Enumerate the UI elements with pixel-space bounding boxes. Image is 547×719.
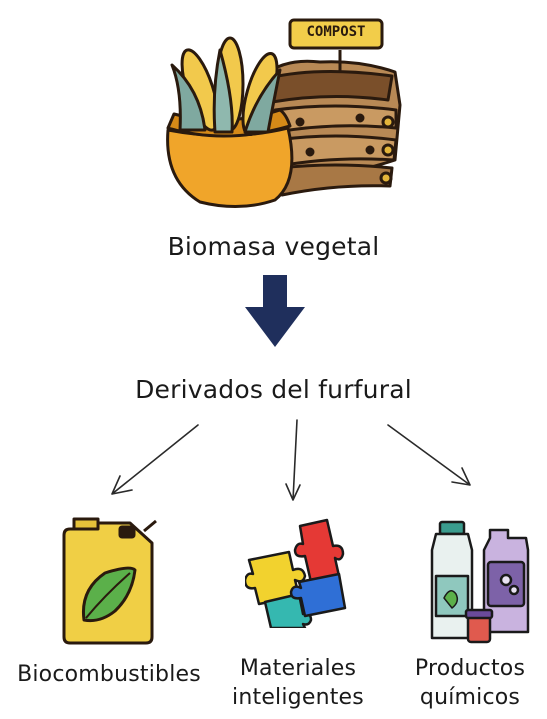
biomass-illustration: COMPOST xyxy=(160,10,405,210)
compost-sign xyxy=(288,18,384,50)
fuel-can-leaf-icon xyxy=(60,515,160,645)
puzzle-pieces-icon xyxy=(245,518,350,628)
output-label-materials-line2: inteligentes xyxy=(232,685,364,710)
arrow-right-icon xyxy=(387,424,471,486)
chemical-bottles-icon xyxy=(428,520,533,645)
arrow-left-icon xyxy=(111,424,199,495)
corn-sack-icon xyxy=(166,36,294,209)
arrow-center-icon xyxy=(285,419,301,501)
output-label-materials-line1: Materiales xyxy=(239,656,357,681)
biomass-label: Biomasa vegetal xyxy=(167,232,380,261)
down-arrow-icon xyxy=(245,275,305,347)
compost-crate-icon xyxy=(263,59,402,197)
compost-sign-text: COMPOST xyxy=(306,24,366,40)
output-label-biofuels: Biocombustibles xyxy=(17,662,201,687)
output-label-chemicals-line1: Productos xyxy=(414,656,526,681)
output-label-chemicals-line2: químicos xyxy=(419,685,521,710)
furfural-label: Derivados del furfural xyxy=(135,375,412,404)
